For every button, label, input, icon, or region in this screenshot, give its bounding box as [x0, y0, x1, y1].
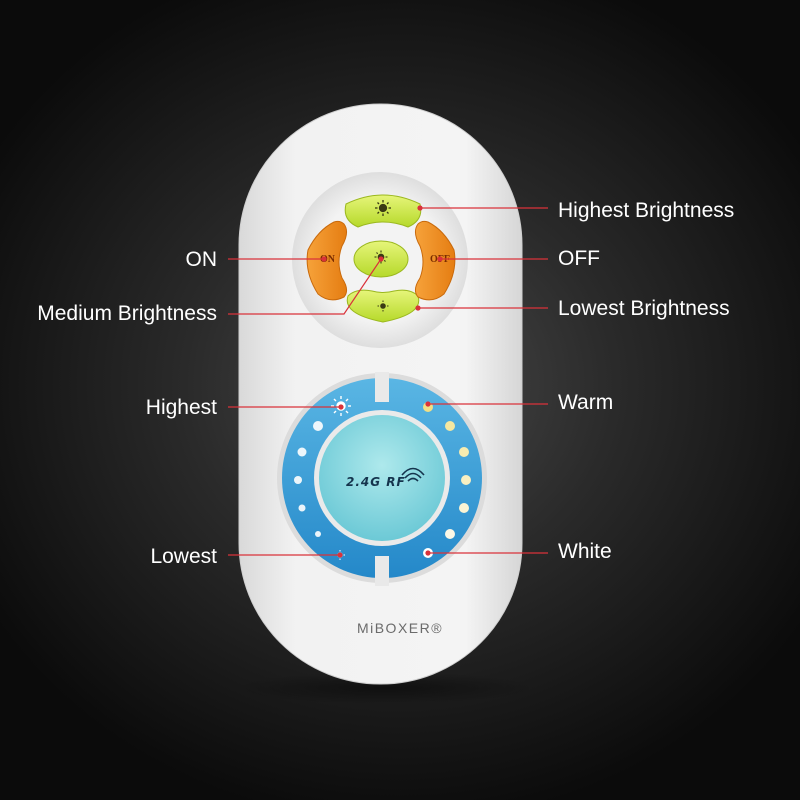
- callout-lowest-brightness: Lowest Brightness: [558, 297, 730, 320]
- on-button-label: ON: [320, 254, 336, 265]
- callout-highest: Highest: [145, 396, 217, 419]
- callout-highest-brightness: Highest Brightness: [558, 199, 735, 222]
- low-sun-icon: [377, 300, 389, 312]
- callout-on: ON: [185, 248, 218, 271]
- callout-medium-brightness: Medium Brightness: [37, 302, 217, 325]
- callout-warm: Warm: [558, 391, 614, 414]
- callout-white: White: [558, 540, 612, 563]
- brightness-indicator-dots: [294, 421, 323, 537]
- rf-signal-icon: [401, 467, 425, 482]
- brand-logo: MiBOXER®: [356, 620, 444, 636]
- callout-lowest: Lowest: [150, 545, 217, 568]
- touch-center-pad: [319, 415, 445, 541]
- on-button: [306, 220, 348, 301]
- rf-label: 2.4G RF: [346, 475, 406, 489]
- high-sun-icon: [375, 200, 391, 216]
- off-button: [414, 220, 456, 301]
- callout-lines: [228, 205, 548, 558]
- callout-off: OFF: [558, 247, 600, 270]
